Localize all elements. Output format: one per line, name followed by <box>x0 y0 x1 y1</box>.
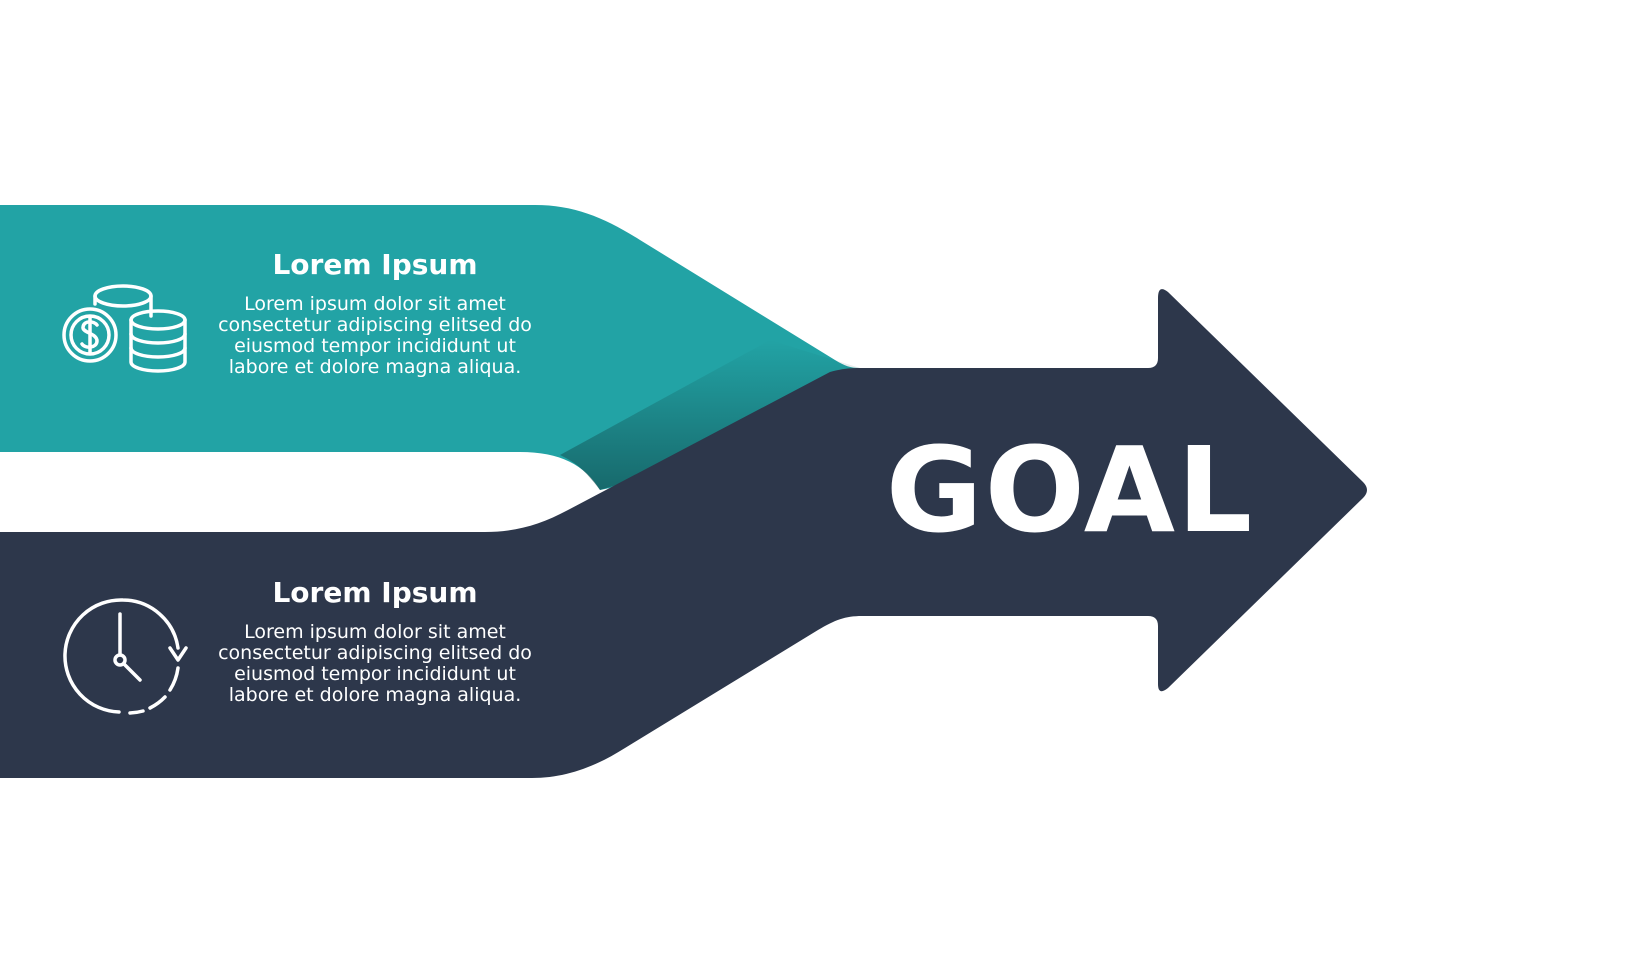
band-1-text: Lorem Ipsum Lorem ipsum dolor sit amet c… <box>215 248 535 378</box>
clock-cycle-icon <box>63 598 188 715</box>
band-2-text: Lorem Ipsum Lorem ipsum dolor sit amet c… <box>215 576 535 706</box>
band-1-title: Lorem Ipsum <box>272 248 478 281</box>
band-1-body: Lorem ipsum dolor sit amet consectetur a… <box>218 293 532 378</box>
band-2-body: Lorem ipsum dolor sit amet consectetur a… <box>218 621 532 706</box>
band-2-title: Lorem Ipsum <box>272 576 478 609</box>
goal-arrow <box>0 289 1367 778</box>
goal-label: GOAL <box>885 421 1255 559</box>
coins-dollar-icon <box>62 284 187 373</box>
teal-band-shadow <box>560 340 900 490</box>
